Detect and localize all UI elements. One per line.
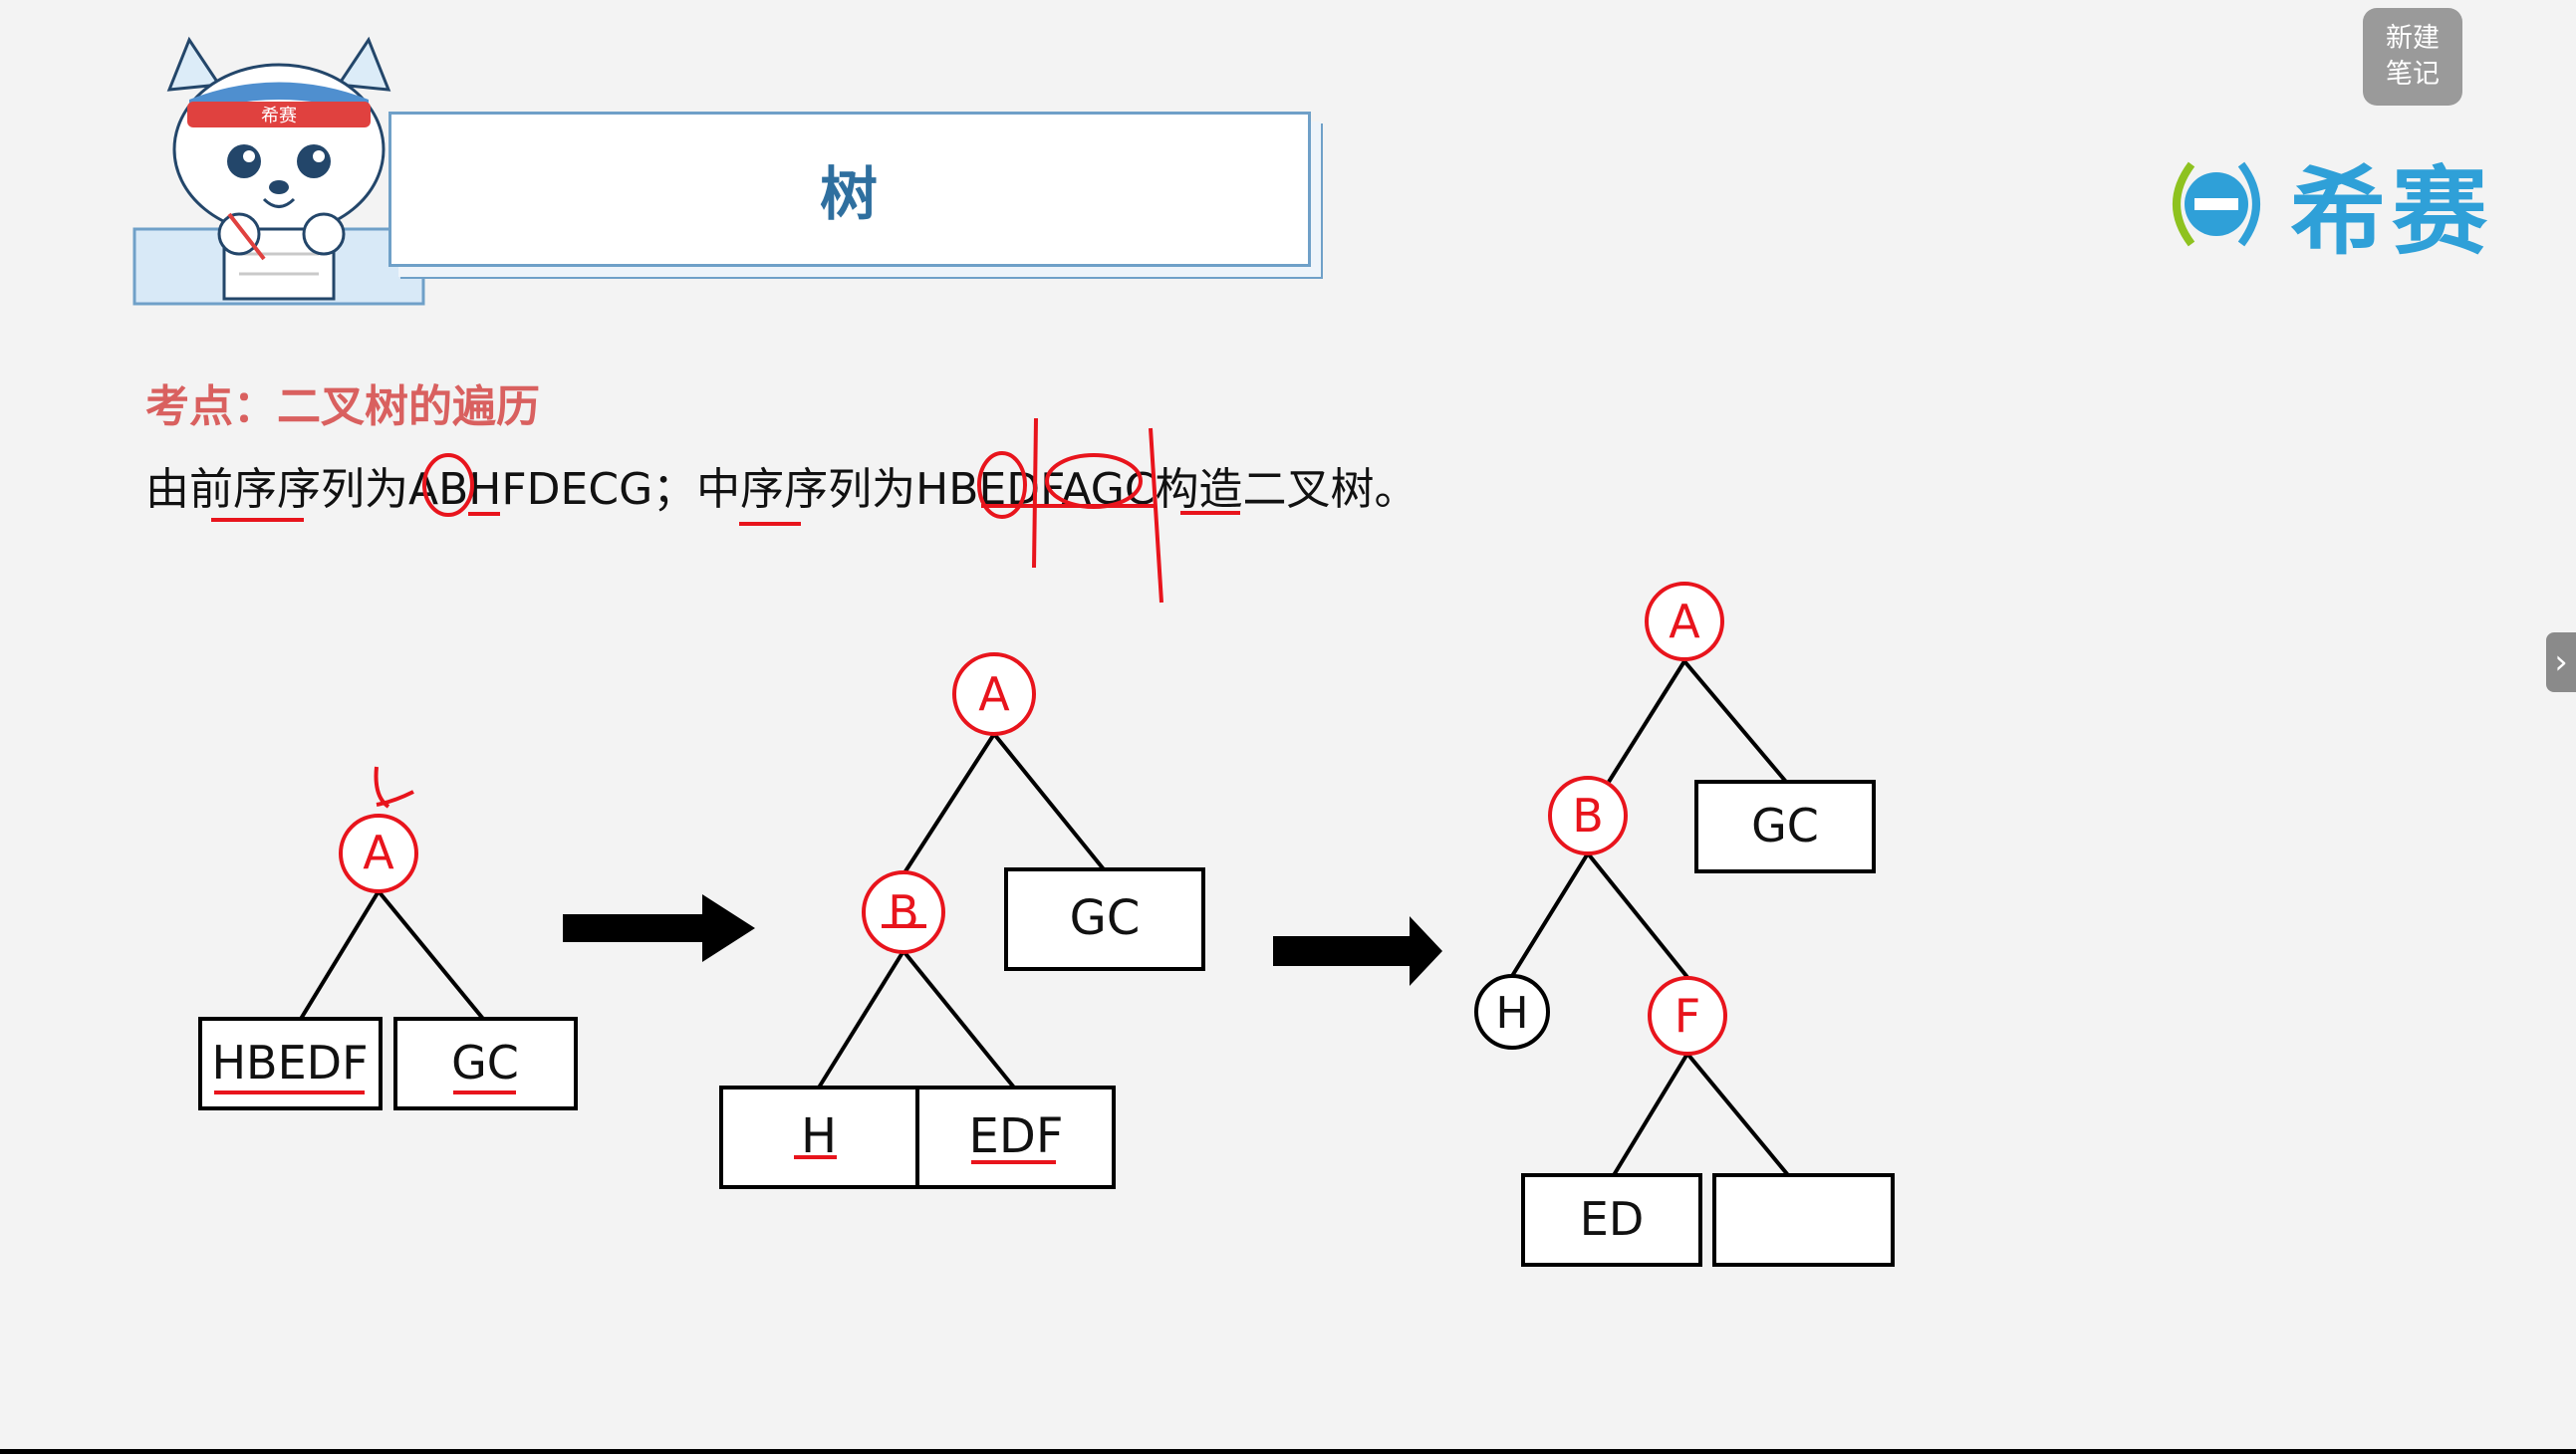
- logo-text: 希赛: [2290, 156, 2493, 268]
- tree-3: A B GC H F ED: [1474, 582, 1895, 1267]
- tree1-right-box-label: GC: [451, 1036, 519, 1090]
- chevron-right-icon: ›: [2554, 642, 2568, 682]
- question-text: 由前序序列为ABHFDECG；中序序列为HBEDFAGC构造二叉树。: [145, 464, 1418, 515]
- tree-1: A HBEDF GC: [198, 814, 578, 1110]
- mascot-badge-text: 希赛: [261, 106, 297, 126]
- tree3-ed-box-label: ED: [1580, 1192, 1645, 1246]
- tree3-gc-box: [1694, 780, 1876, 873]
- side-panel-toggle[interactable]: ›: [2546, 632, 2576, 692]
- tree-2: A B GC H EDF: [719, 652, 1205, 1189]
- tree3-gc-box-label: GC: [1751, 799, 1819, 852]
- tree2-right-box-label: GC: [1070, 890, 1141, 946]
- tree2-node-b-label: B: [888, 885, 919, 939]
- exam-point-label: 考点：二叉树的遍历: [145, 381, 540, 432]
- mascot-cat-illustration: 希赛: [132, 36, 425, 306]
- tree3-node-f-label: F: [1674, 989, 1700, 1043]
- tree3-node-b: [1548, 776, 1628, 855]
- tree3-node-a-label: A: [1669, 595, 1700, 648]
- page-title: 树: [819, 160, 880, 228]
- new-note-button[interactable]: 新建 笔记: [2363, 8, 2462, 106]
- tree3-ed-box: [1521, 1173, 1702, 1267]
- tree2-left-box-label: H: [801, 1108, 837, 1164]
- arrow-right-icon-2: [1273, 916, 1442, 986]
- handwritten-annotations: [211, 417, 1240, 809]
- new-note-line2: 笔记: [2386, 59, 2440, 90]
- bottom-border: [0, 1449, 2576, 1454]
- tree1-node-a-label: A: [363, 826, 394, 879]
- tree2-node-a: [952, 652, 1036, 736]
- tree3-node-h: [1474, 974, 1550, 1050]
- tree1-left-box-label: HBEDF: [211, 1036, 368, 1090]
- arrow-right-icon: [563, 894, 755, 962]
- tree3-node-h-label: H: [1495, 988, 1528, 1039]
- tree1-node-a: [339, 814, 418, 893]
- new-note-line1: 新建: [2386, 23, 2440, 54]
- title-banner: 树: [388, 112, 1311, 267]
- tree2-node-a-label: A: [978, 667, 1010, 721]
- tree2-mid-box-label: EDF: [969, 1108, 1064, 1164]
- xisai-logo: 希赛: [2157, 134, 2493, 273]
- tree3-node-f: [1648, 976, 1727, 1056]
- tree3-empty-box: [1712, 1173, 1895, 1267]
- tree2-right-box: [1004, 867, 1205, 971]
- logo-e-icon: [2173, 161, 2260, 246]
- tree2-mid-box: [915, 1086, 1116, 1189]
- tree3-node-a: [1645, 582, 1724, 661]
- tree3-node-b-label: B: [1572, 789, 1604, 843]
- tree2-node-b: [862, 870, 945, 954]
